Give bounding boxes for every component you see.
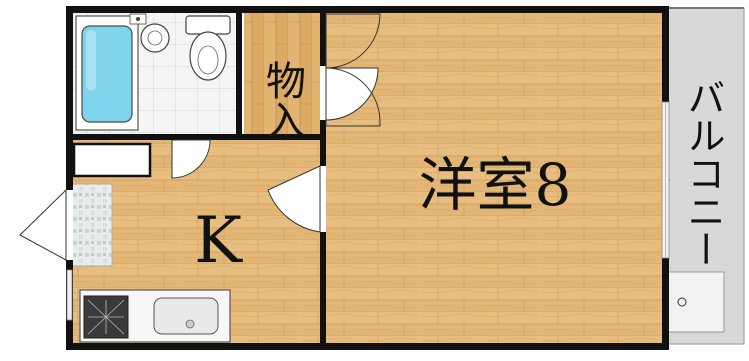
drain-icon [677, 297, 687, 307]
sink-icon [153, 297, 219, 335]
walls [66, 6, 669, 350]
washbasin [129, 13, 170, 53]
outdoor-unit [667, 271, 725, 333]
storage-floor [244, 12, 320, 134]
kitchen-window [66, 269, 73, 321]
western-room-floor [326, 12, 663, 344]
storage-door-lower [325, 67, 379, 121]
entrance-door [19, 188, 67, 261]
western-room-label: 洋室8 [419, 151, 572, 219]
storage-label: 物入 [259, 60, 305, 140]
bathtub [75, 15, 139, 131]
kitchen-label: K [194, 204, 243, 278]
entrance-floor [71, 183, 113, 267]
western-closet-arc [325, 67, 381, 127]
shoe-cabinet [72, 142, 152, 178]
kitchen-counter [79, 289, 231, 343]
bathroom-door [171, 139, 211, 179]
balcony-label: バルコニー [681, 78, 725, 268]
entrance-opening [66, 190, 73, 260]
toilet [185, 15, 231, 81]
door-swings [19, 13, 381, 261]
western-room-door [267, 165, 321, 233]
